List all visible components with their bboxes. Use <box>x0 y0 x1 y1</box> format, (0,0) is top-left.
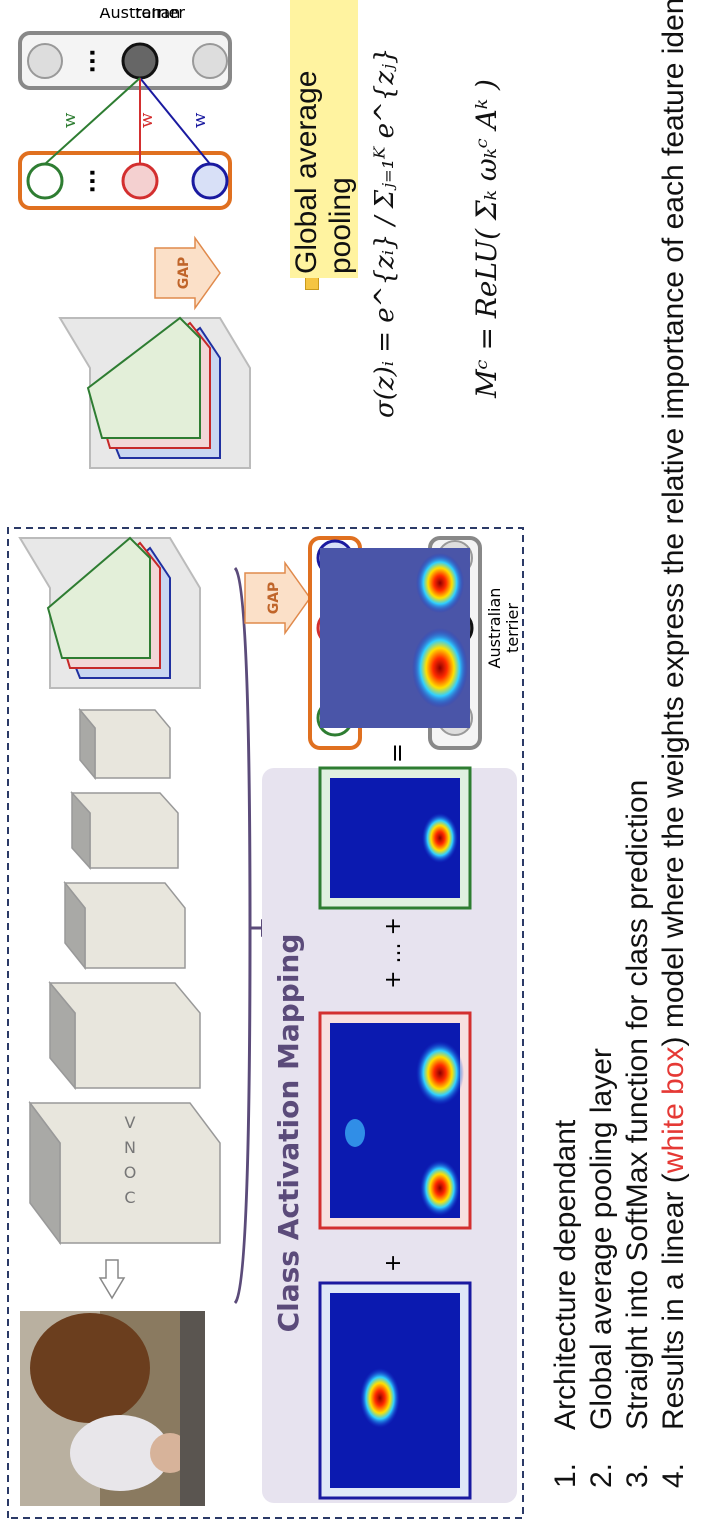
svg-text:+: + <box>381 1254 406 1272</box>
list-item: 1.Architecture dependant <box>549 1119 582 1488</box>
conv-letter: O <box>124 1163 137 1182</box>
cam-equation: Mᶜ = ReLU( Σₖ ωₖᶜ Aᵏ ) <box>470 79 503 398</box>
gap-caption: Global average pooling <box>290 0 358 278</box>
svg-text:Australian: Australian <box>100 8 181 22</box>
svg-text:+ ... +: + ... + <box>381 917 406 989</box>
cam-title: Class Activation Mapping <box>272 934 305 1333</box>
input-arrow <box>98 1259 126 1300</box>
class-label-l2: terrier <box>503 603 522 653</box>
dashed-frame <box>7 527 524 1519</box>
list-item: 3.Straight into SoftMax function for cla… <box>621 779 654 1488</box>
conv-letter: V <box>125 1113 136 1132</box>
svg-text:···: ··· <box>81 168 106 193</box>
right-diagram: GAP ··· ··· w w w Australian terrier <box>18 8 251 469</box>
gap-label: GAP <box>266 582 282 615</box>
svg-text:GAP: GAP <box>176 257 192 290</box>
cam-diagram: C O N V GAP ··· ··· <box>7 527 524 1519</box>
note-icon <box>305 276 319 290</box>
gap-arrow <box>244 560 311 636</box>
svg-text:w: w <box>136 112 157 128</box>
svg-text:···: ··· <box>81 48 106 73</box>
conv-letter: C <box>124 1188 135 1207</box>
list-item: 4.Results in a linear (white box) model … <box>657 0 690 1488</box>
conv-letter: N <box>124 1138 136 1157</box>
svg-text:w: w <box>189 112 210 128</box>
svg-text:=: = <box>383 743 411 763</box>
white-box-highlight: white box <box>657 1046 690 1174</box>
right-feature-maps <box>58 316 251 469</box>
conv-letters: C O N V <box>124 1113 137 1207</box>
svg-text:terrier: terrier <box>135 8 185 22</box>
class-label-l1: Australian <box>485 588 504 669</box>
input-photo <box>20 1311 205 1506</box>
bullet-list: 1.Architecture dependant 2.Global averag… <box>548 0 692 1488</box>
svg-text:w: w <box>59 112 80 128</box>
softmax-equation: σ(z)ᵢ = e^{zᵢ} / Σⱼ₌₁ᴷ e^{zⱼ} <box>370 47 400 418</box>
conv-stack <box>28 707 221 1246</box>
list-item: 2.Global average pooling layer <box>585 1048 618 1488</box>
feature-maps <box>18 536 201 689</box>
brace <box>233 566 252 1305</box>
